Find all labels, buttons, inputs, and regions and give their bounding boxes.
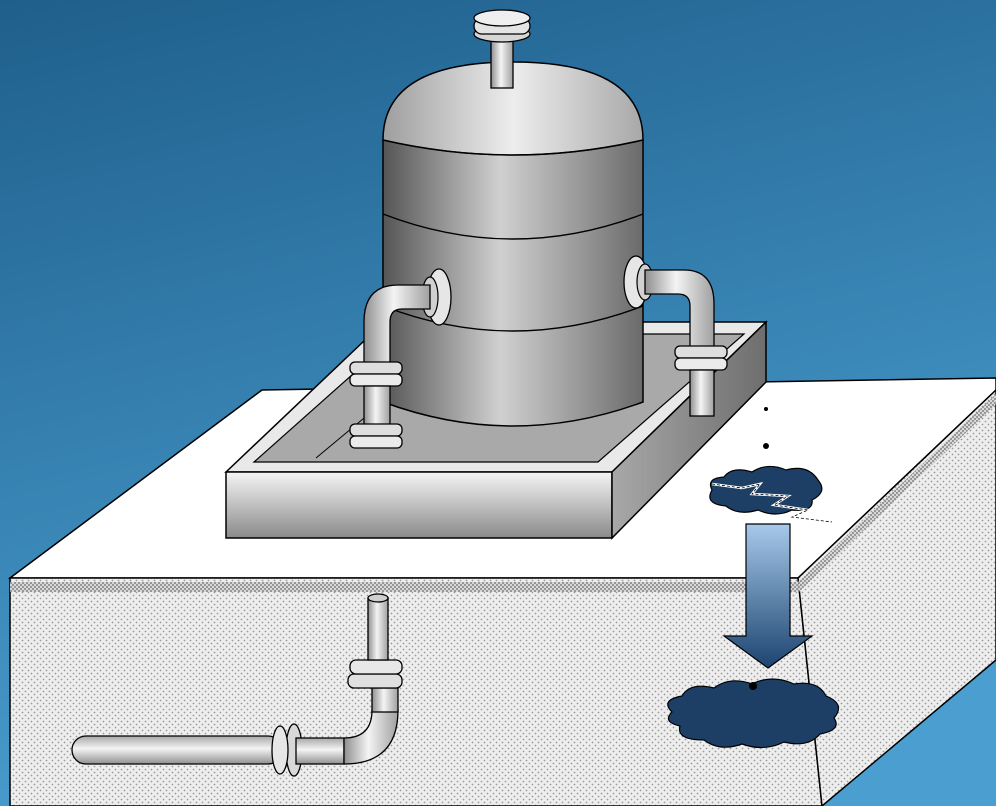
pipeline-riser [367, 597, 389, 661]
top-nozzle [490, 37, 514, 89]
outlet-piping [623, 255, 728, 417]
surface-spill [709, 465, 823, 515]
vertical-pressure-vessel [382, 9, 644, 427]
pad-side-face [611, 320, 767, 540]
pipeline-horizontal [71, 735, 283, 765]
vessel-seam-2 [382, 305, 644, 332]
topsoil-band-side [798, 394, 996, 592]
underground-pipeline [71, 593, 403, 777]
surface-leak [709, 465, 833, 524]
vessel-seam-1 [382, 213, 644, 240]
drip-1 [764, 407, 768, 411]
vessel-shell [382, 139, 644, 427]
plume-cloud [667, 678, 840, 749]
downward-migration-arrow [722, 523, 814, 669]
inlet-piping [349, 268, 452, 449]
topsoil-band-front [10, 582, 799, 592]
subsurface-contaminant-plume [667, 678, 840, 749]
drip-2 [763, 443, 769, 449]
pad-front-face [225, 471, 613, 539]
